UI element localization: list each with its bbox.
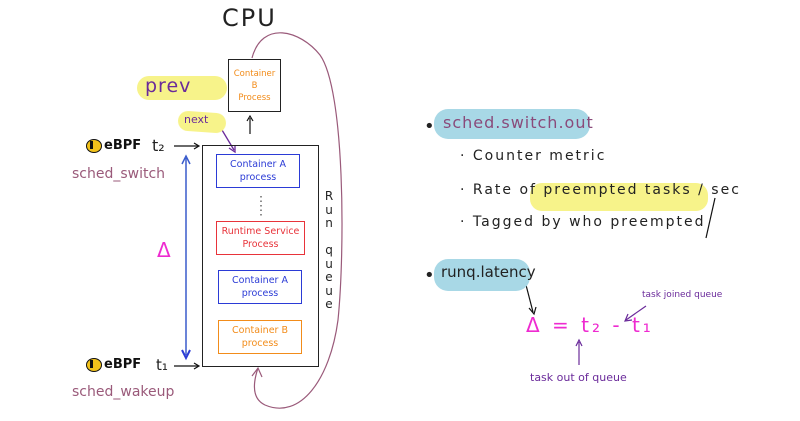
task-out-annotation: task out of queue [530, 371, 627, 384]
metric-name-runq-latency: runq.latency [441, 263, 536, 281]
next-arrow [221, 129, 235, 151]
metric-highlight [434, 109, 590, 139]
run-queue-letter: e [325, 297, 333, 311]
metric-bullet: · Counter metric [460, 148, 607, 164]
runq-arrow [525, 284, 534, 313]
t1-label: t₁ [156, 356, 168, 374]
bullet: • [424, 116, 435, 137]
task-joined-annotation: task joined queue [642, 290, 723, 300]
preempted-highlight [530, 183, 708, 211]
cpu-process-label: Container B Process [233, 68, 276, 103]
run-queue-item: Runtime Service Process [216, 221, 305, 255]
metric-bullet: · Rate of preempted tasks / sec [460, 182, 741, 198]
run-queue [202, 145, 319, 367]
sched-wakeup-label: sched_wakeup [72, 384, 175, 400]
run-queue-item: Container B process [218, 320, 302, 354]
metric-name-sched-switch-out: sched.switch.out [443, 113, 594, 132]
run-queue-letter: u [325, 283, 333, 298]
metric-highlight [434, 259, 530, 291]
run-queue-item: Container A process [216, 154, 300, 188]
per-slash [705, 197, 716, 239]
ebpf-logo-top: eBPF [86, 138, 141, 153]
next-label: next [184, 113, 209, 126]
delta-symbol: Δ [157, 238, 171, 262]
bee-icon [86, 357, 102, 372]
ebpf-logo-bottom: eBPF [86, 357, 141, 372]
run-queue-letter: n [325, 216, 333, 230]
run-queue-letter: u [325, 256, 333, 271]
prev-label: prev [145, 75, 192, 97]
loop-curve [251, 32, 343, 409]
run-queue-item: Container A process [218, 270, 302, 304]
loop-arrowhead [251, 366, 263, 378]
prev-highlight [137, 76, 227, 100]
cpu-title: CPU [222, 4, 277, 32]
joined-arrow [625, 305, 647, 321]
sched-switch-label: sched_switch [72, 166, 166, 182]
metric-bullet: · Tagged by who preempted [460, 214, 706, 230]
run-queue-letter: R [324, 189, 334, 203]
run-queue-letter: u [325, 202, 333, 217]
t2-label: t₂ [152, 136, 165, 155]
bullet: • [424, 265, 435, 286]
cpu-current-process: Container B Process [228, 59, 281, 112]
run-queue-letter: e [325, 270, 333, 284]
run-queue-letter [323, 231, 335, 245]
run-queue-letter: q [325, 243, 333, 257]
latency-formula: Δ = t₂ - t₁ [526, 313, 654, 337]
bee-icon [86, 138, 102, 153]
